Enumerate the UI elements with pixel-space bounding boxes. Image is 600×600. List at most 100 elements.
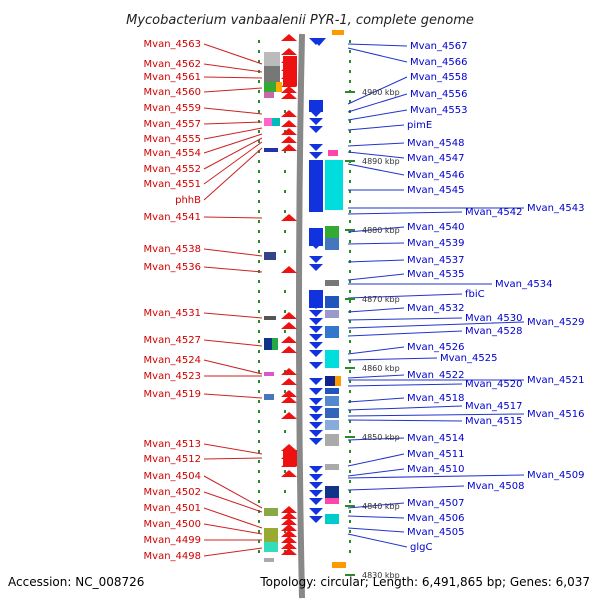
right-gene-label: Mvan_4507 bbox=[407, 498, 464, 509]
tick-dot-inner bbox=[284, 330, 286, 333]
tick-dot-inner bbox=[284, 110, 286, 113]
right-gene-label: Mvan_4558 bbox=[410, 72, 467, 83]
left-leader-line bbox=[203, 76, 263, 79]
right-leader-line bbox=[347, 124, 405, 131]
right-leader-line bbox=[347, 307, 405, 313]
tick-dot-left bbox=[258, 140, 260, 143]
tick-dot-inner bbox=[284, 210, 286, 213]
forward-gene-arrow bbox=[309, 152, 323, 159]
tick-dot-left bbox=[258, 150, 260, 153]
kbp-tick bbox=[345, 505, 355, 507]
right-gene-label: Mvan_4516 bbox=[527, 409, 584, 420]
tick-dot-right bbox=[349, 420, 351, 423]
left-leader-line bbox=[203, 107, 263, 115]
left-gene-label: Mvan_4504 bbox=[144, 471, 201, 482]
tick-dot-right bbox=[349, 520, 351, 523]
tick-dot-left bbox=[258, 120, 260, 123]
tick-dot-right bbox=[349, 40, 351, 43]
tick-dot-left bbox=[258, 380, 260, 383]
right-gene-label: Mvan_4567 bbox=[410, 41, 467, 52]
left-gene-label: Mvan_4498 bbox=[144, 551, 201, 562]
right-gene-label: Mvan_4510 bbox=[407, 464, 464, 475]
gene-feature-box bbox=[264, 508, 278, 516]
reverse-gene-arrow bbox=[281, 48, 297, 55]
tick-dot-left bbox=[258, 460, 260, 463]
tick-dot-left bbox=[258, 480, 260, 483]
tick-dot-right bbox=[349, 300, 351, 303]
tick-dot-left bbox=[258, 390, 260, 393]
tick-dot-left bbox=[258, 330, 260, 333]
forward-gene-block bbox=[309, 160, 323, 212]
right-leader-line bbox=[347, 453, 405, 467]
tick-dot-left bbox=[258, 520, 260, 523]
left-gene-label: Mvan_4513 bbox=[144, 439, 201, 450]
tick-dot-inner bbox=[284, 530, 286, 533]
tick-dot-left bbox=[258, 440, 260, 443]
gene-feature-box bbox=[264, 558, 274, 562]
gene-feature-box bbox=[272, 118, 280, 126]
tick-dot-left bbox=[258, 310, 260, 313]
tick-dot-inner bbox=[284, 430, 286, 433]
tick-dot-right bbox=[349, 180, 351, 183]
right-gene-label: Mvan_4537 bbox=[407, 255, 464, 266]
tick-dot-left bbox=[258, 510, 260, 513]
forward-gene-arrow bbox=[309, 350, 323, 357]
accession-text: Accession: NC_008726 bbox=[8, 575, 144, 589]
tick-dot-right bbox=[349, 280, 351, 283]
reverse-gene-arrow bbox=[281, 368, 297, 375]
forward-gene-arrow bbox=[309, 318, 323, 325]
right-leader-line bbox=[347, 321, 525, 329]
tick-dot-inner bbox=[284, 390, 286, 393]
gene-feature-box bbox=[325, 296, 339, 308]
forward-gene-arrow bbox=[309, 508, 323, 515]
tick-dot-left bbox=[258, 180, 260, 183]
left-leader-line bbox=[203, 121, 263, 125]
tick-dot-left bbox=[258, 540, 260, 543]
tick-dot-right bbox=[349, 190, 351, 193]
tick-dot-left bbox=[258, 60, 260, 63]
gene-feature-box bbox=[325, 376, 335, 386]
tick-dot-right bbox=[349, 70, 351, 73]
right-gene-label: Mvan_4532 bbox=[407, 303, 464, 314]
forward-gene-arrow bbox=[309, 342, 323, 349]
right-gene-label: fbiC bbox=[465, 289, 485, 300]
reverse-gene-arrow bbox=[281, 536, 297, 543]
gene-feature-box bbox=[264, 92, 274, 98]
left-gene-label: Mvan_4555 bbox=[144, 134, 201, 145]
reverse-gene-arrow bbox=[281, 512, 297, 519]
left-gene-label: Mvan_4531 bbox=[144, 308, 201, 319]
right-gene-label: Mvan_4505 bbox=[407, 527, 464, 538]
tick-dot-right bbox=[349, 60, 351, 63]
gene-feature-box bbox=[264, 316, 276, 320]
right-gene-label: Mvan_4556 bbox=[410, 89, 467, 100]
left-gene-label: Mvan_4500 bbox=[144, 519, 201, 530]
tick-dot-left bbox=[258, 290, 260, 293]
right-leader-line bbox=[347, 242, 405, 245]
right-leader-line bbox=[347, 163, 405, 176]
tick-dot-right bbox=[349, 450, 351, 453]
right-gene-label: Mvan_4525 bbox=[440, 353, 497, 364]
tick-dot-right bbox=[349, 240, 351, 243]
right-leader-line bbox=[347, 485, 465, 491]
gene-feature-box bbox=[264, 118, 274, 126]
tick-dot-left bbox=[258, 300, 260, 303]
tick-dot-left bbox=[258, 280, 260, 283]
reverse-gene-arrow bbox=[281, 548, 297, 555]
right-gene-label: Mvan_4508 bbox=[467, 481, 524, 492]
right-leader-line bbox=[347, 419, 463, 422]
tick-dot-inner bbox=[284, 410, 286, 413]
left-gene-label: Mvan_4554 bbox=[144, 148, 201, 159]
right-gene-label: Mvan_4535 bbox=[407, 269, 464, 280]
tick-dot-inner bbox=[284, 250, 286, 253]
gene-feature-box bbox=[264, 542, 278, 552]
reverse-gene-arrow bbox=[281, 390, 297, 397]
right-leader-line bbox=[347, 43, 408, 47]
reverse-gene-arrow bbox=[281, 412, 297, 419]
right-leader-line bbox=[347, 259, 405, 263]
reverse-gene-arrow bbox=[281, 312, 297, 319]
right-leader-line bbox=[347, 330, 463, 337]
gene-feature-box bbox=[325, 226, 339, 238]
right-leader-line bbox=[347, 357, 438, 361]
tick-dot-left bbox=[258, 250, 260, 253]
